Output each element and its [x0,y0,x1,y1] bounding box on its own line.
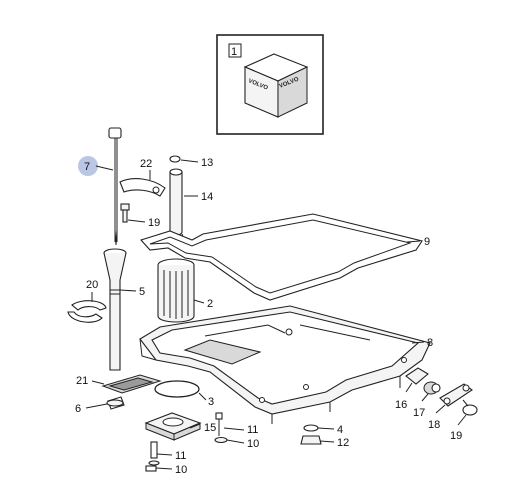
callout-10a: 10 [247,438,259,450]
leader-19b [457,414,467,426]
leader-8 [411,341,425,344]
leader-15 [189,423,201,429]
cover-flange [144,412,202,472]
callout-18: 18 [428,419,440,431]
leader-11b [156,453,173,456]
leader-16 [405,382,413,393]
callout-11b: 11 [175,450,186,462]
callout-3: 3 [208,396,214,408]
guide-tube [167,155,187,245]
callout-15: 15 [204,422,216,434]
callout-labels: 7 22 13 14 19 9 20 5 2 8 21 6 3 16 17 18… [75,157,462,476]
oil-pan-gasket [140,213,423,301]
callout-6: 6 [75,403,81,415]
leader-10a [226,439,245,444]
callout-14: 14 [201,191,213,203]
oil-pan [139,305,431,424]
callout-20: 20 [86,279,98,291]
callout-13: 13 [201,157,213,169]
leader-13 [180,159,199,163]
callout-10b: 10 [175,464,187,476]
leader-17 [421,393,429,402]
leader-12 [319,440,335,443]
callout-4: 4 [337,424,343,436]
leader-21 [91,380,105,385]
callout-7: 7 [84,161,90,173]
snap-ring [67,300,107,323]
box-number: 1 [231,46,237,58]
callout-11a: 11 [247,424,258,436]
leader-3 [198,392,207,401]
highlight-marker [78,156,98,176]
leader-9 [406,240,421,243]
leader-6 [85,403,108,409]
oil-cooler-fitting [405,367,478,416]
leader-7 [95,165,114,171]
callout-8: 8 [427,337,433,349]
leader-4 [317,427,335,430]
leader-19a [127,219,146,223]
callout-9: 9 [424,236,430,248]
callout-16: 16 [395,399,407,411]
callout-19a: 19 [148,217,160,229]
callout-17: 17 [413,407,425,419]
callout-5: 5 [139,286,145,298]
leader-5 [119,289,137,292]
strainer-plate [101,374,162,410]
callout-19b: 19 [450,430,462,442]
o-ring [154,380,200,398]
callout-21: 21 [76,375,88,387]
callout-2: 2 [207,298,213,310]
leader-2 [193,299,205,304]
callout-12: 12 [337,437,349,449]
leader-10b [155,467,173,470]
oil-filter [157,258,195,323]
leader-18 [435,404,446,414]
clamp-bracket [119,178,166,223]
suction-pipe [103,248,127,371]
dipstick [108,127,122,246]
drain-plug [300,424,322,445]
callout-22: 22 [140,158,152,170]
oil-container-box: 1 VOLVO VOLVO [216,34,324,135]
leader-11a [223,427,245,431]
